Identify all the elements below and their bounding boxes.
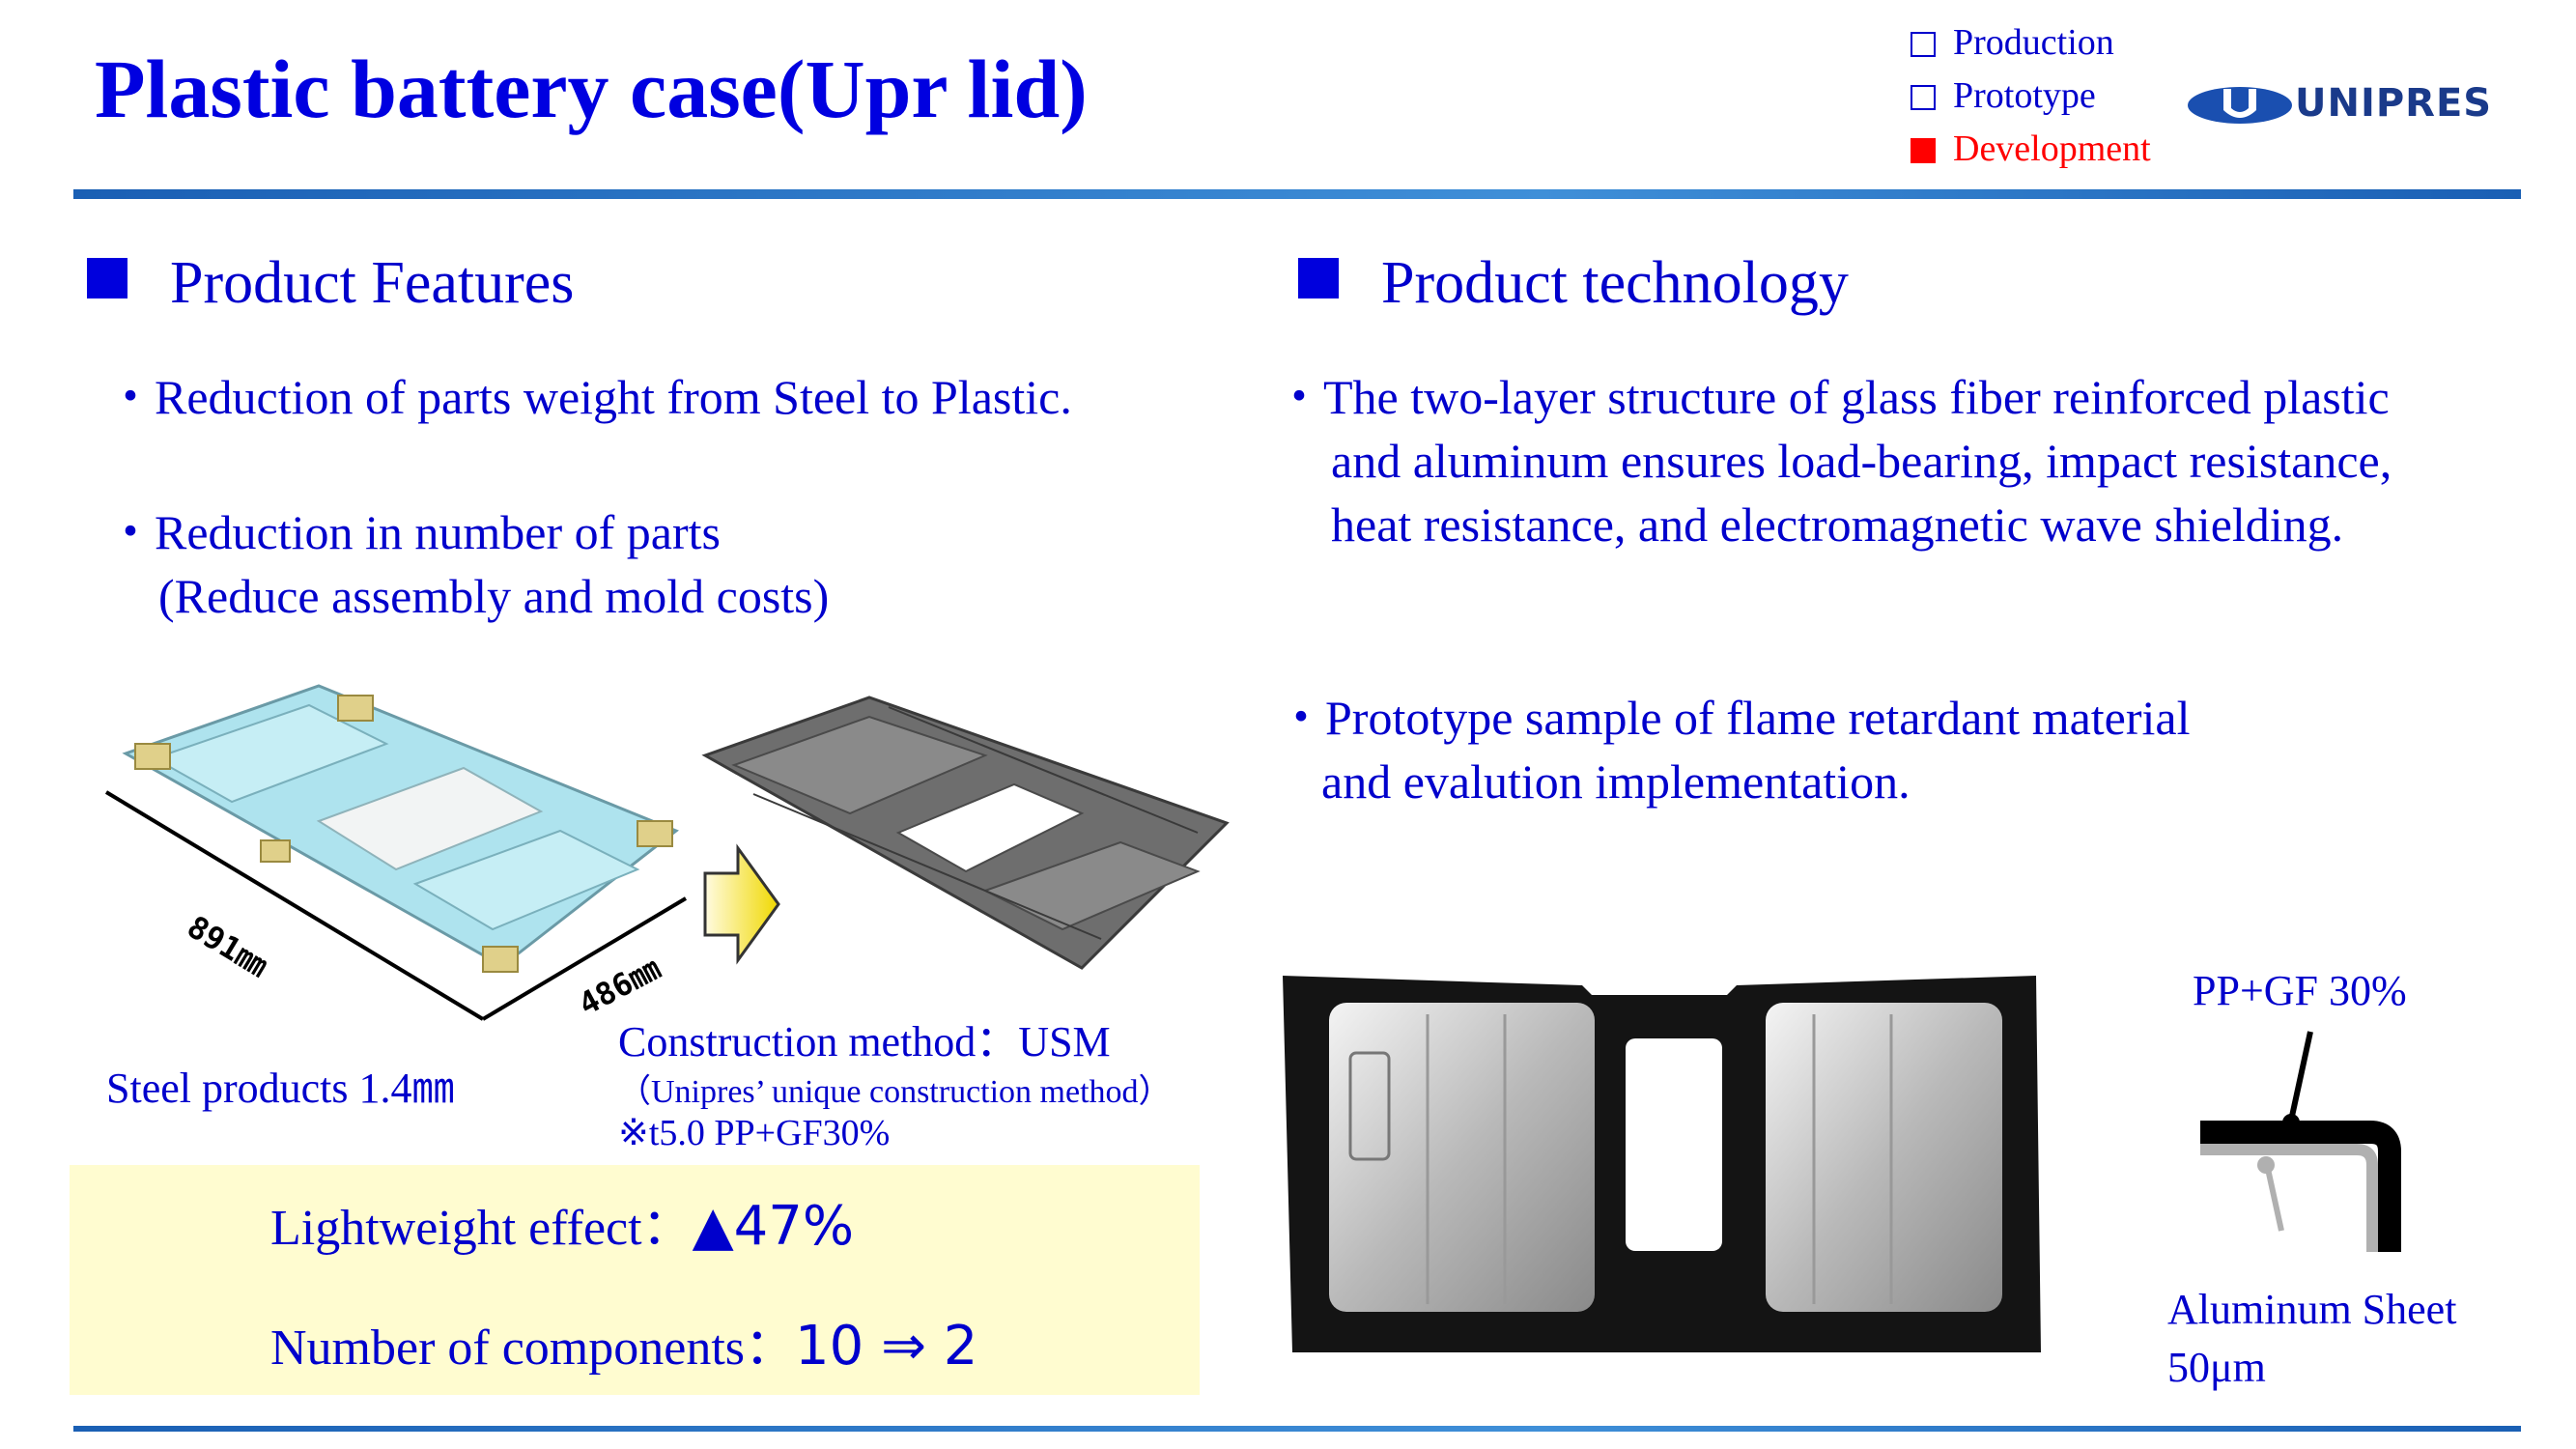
footer-divider	[73, 1426, 2521, 1432]
status-development: Development	[1911, 128, 2151, 170]
status-prototype: Prototype	[1911, 74, 2096, 117]
square-bullet-icon	[1298, 258, 1339, 298]
steel-label: Steel products 1.4㎜	[106, 1065, 455, 1112]
checkbox-empty-icon	[1911, 32, 1936, 57]
construction-material: ※t5.0 PP+GF30%	[618, 1113, 891, 1153]
logo-text: UNIPRES	[2295, 81, 2493, 126]
checkbox-filled-icon	[1911, 138, 1936, 163]
weight-effect: Lightweight effect：▲47%	[270, 1195, 855, 1258]
checkbox-empty-icon	[1911, 85, 1936, 110]
arrow-right-icon	[703, 843, 780, 965]
feature-bullet-2-sub: (Reduce assembly and mold costs)	[158, 569, 830, 623]
unipres-logo: UNIPRES	[2187, 81, 2505, 129]
technology-bullet-1: ・The two-layer structure of glass fiber …	[1275, 370, 2390, 424]
battery-case-photo	[1283, 976, 2041, 1352]
technology-bullet-2-line2: and evalution implementation.	[1321, 754, 1911, 809]
feature-bullet-1: ・Reduction of parts weight from Steel to…	[106, 370, 1072, 424]
construction-note: （Unipres’ unique construction method）	[618, 1074, 1172, 1110]
section-label-upper: PP+GF 30%	[2193, 967, 2407, 1014]
effect-box: Lightweight effect：▲47% Number of compon…	[70, 1165, 1200, 1395]
construction-method: Construction method：USM	[618, 1018, 1111, 1065]
technology-bullet-1-line2: and aluminum ensures load-bearing, impac…	[1331, 434, 2392, 488]
section-label-lower-thickness: 50μm	[2167, 1344, 2266, 1391]
plastic-product-image	[701, 696, 1230, 970]
page-title: Plastic battery case(Upr lid)	[95, 43, 1088, 135]
technology-heading: Product technology	[1298, 249, 1849, 318]
section-label-lower: Aluminum Sheet	[2167, 1286, 2457, 1333]
logo-mark-icon	[2188, 87, 2292, 124]
technology-bullet-2: ・Prototype sample of flame retardant mat…	[1277, 691, 2191, 745]
square-bullet-icon	[87, 258, 127, 298]
weight-effect-value: ▲47%	[692, 1195, 855, 1258]
components-effect-value: 10 ⇒ 2	[795, 1315, 978, 1378]
technology-bullet-1-line3: heat resistance, and electromagnetic wav…	[1331, 497, 2344, 552]
cross-section-diagram	[2200, 1031, 2401, 1252]
status-production: Production	[1911, 21, 2114, 64]
components-effect: Number of components：10 ⇒ 2	[270, 1315, 978, 1378]
steel-product-image	[104, 684, 688, 1021]
feature-bullet-2: ・Reduction in number of parts	[106, 505, 721, 559]
features-heading: Product Features	[87, 249, 574, 318]
header-divider	[73, 189, 2521, 199]
